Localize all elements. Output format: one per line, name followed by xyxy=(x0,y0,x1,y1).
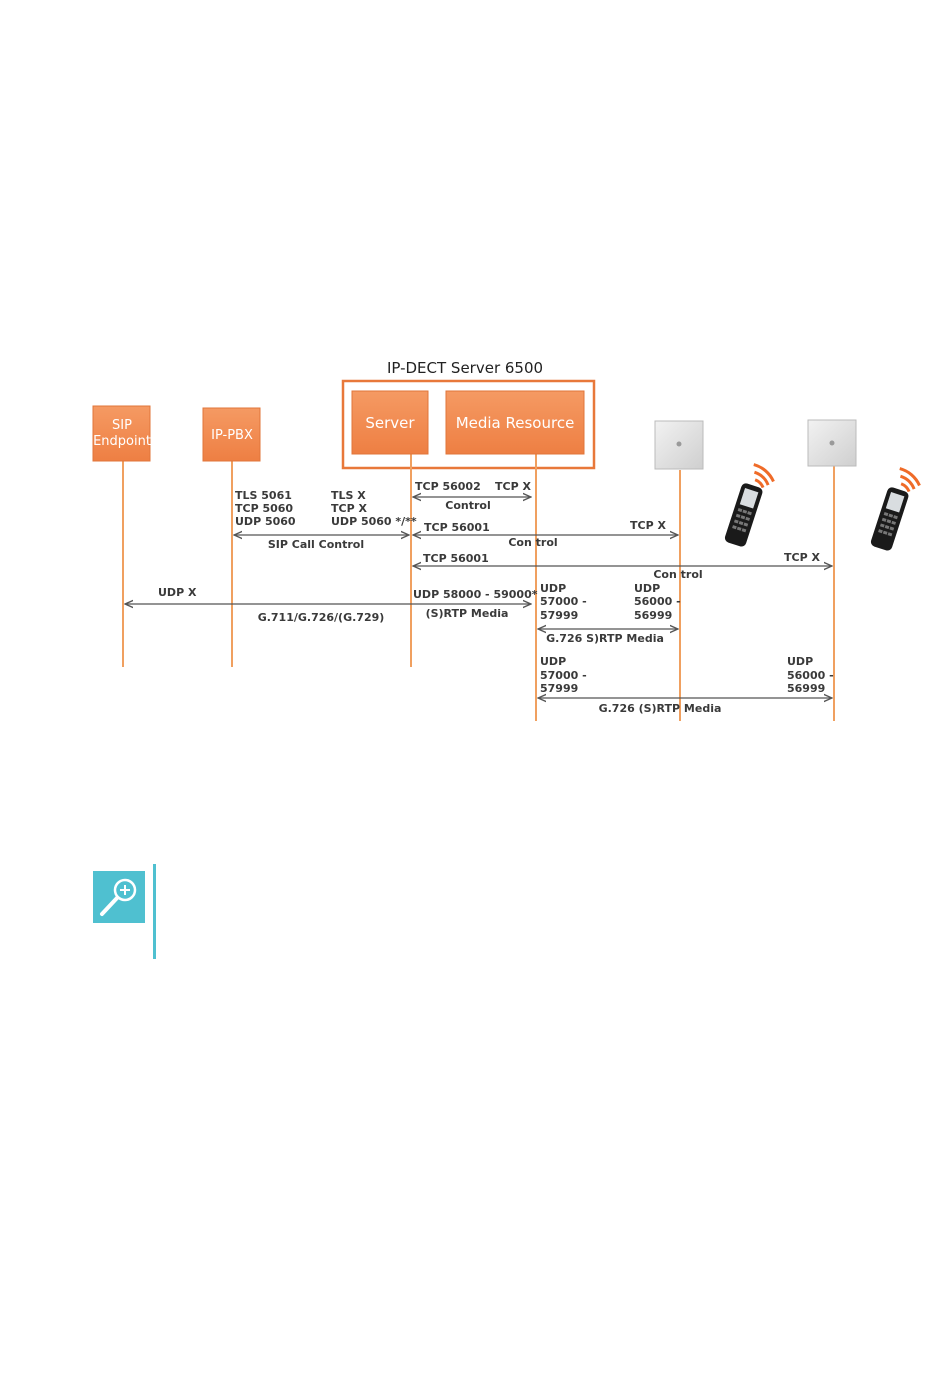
mr-udp-a-line2: 57000 - xyxy=(540,595,587,608)
base-station-2-icon xyxy=(807,419,857,467)
server-label: Server xyxy=(365,414,415,432)
server-group-frame xyxy=(341,379,596,470)
server-box: Server xyxy=(351,390,429,455)
tcp-x-base1-label: TCP X xyxy=(630,519,666,532)
mr-udp-b-line2: 57000 - xyxy=(540,669,587,682)
handset-2-icon xyxy=(870,467,921,551)
tcp-56001-label-b: TCP 56001 xyxy=(423,552,489,565)
diagram-title: IP-DECT Server 6500 xyxy=(387,359,543,377)
base2-udp-line2: 56000 - xyxy=(787,669,834,682)
pbx-port-tls: TLS 5061 xyxy=(235,489,292,502)
mr-udp-a-line1: UDP xyxy=(540,582,566,595)
base-station-1-icon xyxy=(654,420,704,470)
ip-pbx-box: IP-PBX xyxy=(202,407,261,462)
udp-x-label: UDP X xyxy=(158,586,197,599)
pbx-port-tcp: TCP 5060 xyxy=(235,502,293,515)
base2-udp-line3: 56999 xyxy=(787,682,825,695)
mr-udp-a-line3: 57999 xyxy=(540,609,578,622)
note-box xyxy=(93,871,145,923)
ip-pbx-label: IP-PBX xyxy=(211,428,253,443)
tcp-x-media-label: TCP X xyxy=(495,480,531,493)
tcp-x-base2-label: TCP X xyxy=(784,551,820,564)
codecs-label: G.711/G.726/(G.729) xyxy=(258,611,385,624)
base1-udp-line1: UDP xyxy=(634,582,660,595)
server-sip-tls: TLS X xyxy=(331,489,366,502)
server-sip-udp: UDP 5060 */** xyxy=(331,515,417,528)
sip-endpoint-box: SIP Endpoint xyxy=(92,405,151,462)
udp-58000-label: UDP 58000 - 59000* xyxy=(413,588,538,601)
control-label-3: Con trol xyxy=(653,568,702,581)
base2-udp-line1: UDP xyxy=(787,655,813,668)
tcp-56002-label: TCP 56002 xyxy=(415,480,481,493)
tcp-56001-label-a: TCP 56001 xyxy=(424,521,490,534)
sip-call-control-label: SIP Call Control xyxy=(268,538,364,551)
srtp-media-label: (S)RTP Media xyxy=(426,607,509,620)
g726-media-label-b: G.726 (S)RTP Media xyxy=(599,702,722,715)
arrows xyxy=(125,497,832,698)
lifelines xyxy=(122,454,835,721)
g726-media-label-a: G.726 S)RTP Media xyxy=(546,632,664,645)
control-label-2: Con trol xyxy=(508,536,557,549)
mr-udp-b-line3: 57999 xyxy=(540,682,578,695)
sip-endpoint-label-line2: Endpoint xyxy=(93,434,151,449)
note-divider xyxy=(153,864,156,959)
base1-udp-line3: 56999 xyxy=(634,609,672,622)
media-resource-label: Media Resource xyxy=(456,414,575,432)
server-sip-tcp: TCP X xyxy=(331,502,367,515)
magnifier-plus-icon xyxy=(100,878,137,916)
mr-udp-b-line1: UDP xyxy=(540,655,566,668)
base1-udp-line2: 56000 - xyxy=(634,595,681,608)
sip-endpoint-label-line1: SIP xyxy=(112,418,132,433)
control-label-1: Control xyxy=(445,499,490,512)
pbx-port-udp: UDP 5060 xyxy=(235,515,296,528)
media-resource-box: Media Resource xyxy=(445,390,585,455)
handset-1-icon xyxy=(724,463,775,547)
